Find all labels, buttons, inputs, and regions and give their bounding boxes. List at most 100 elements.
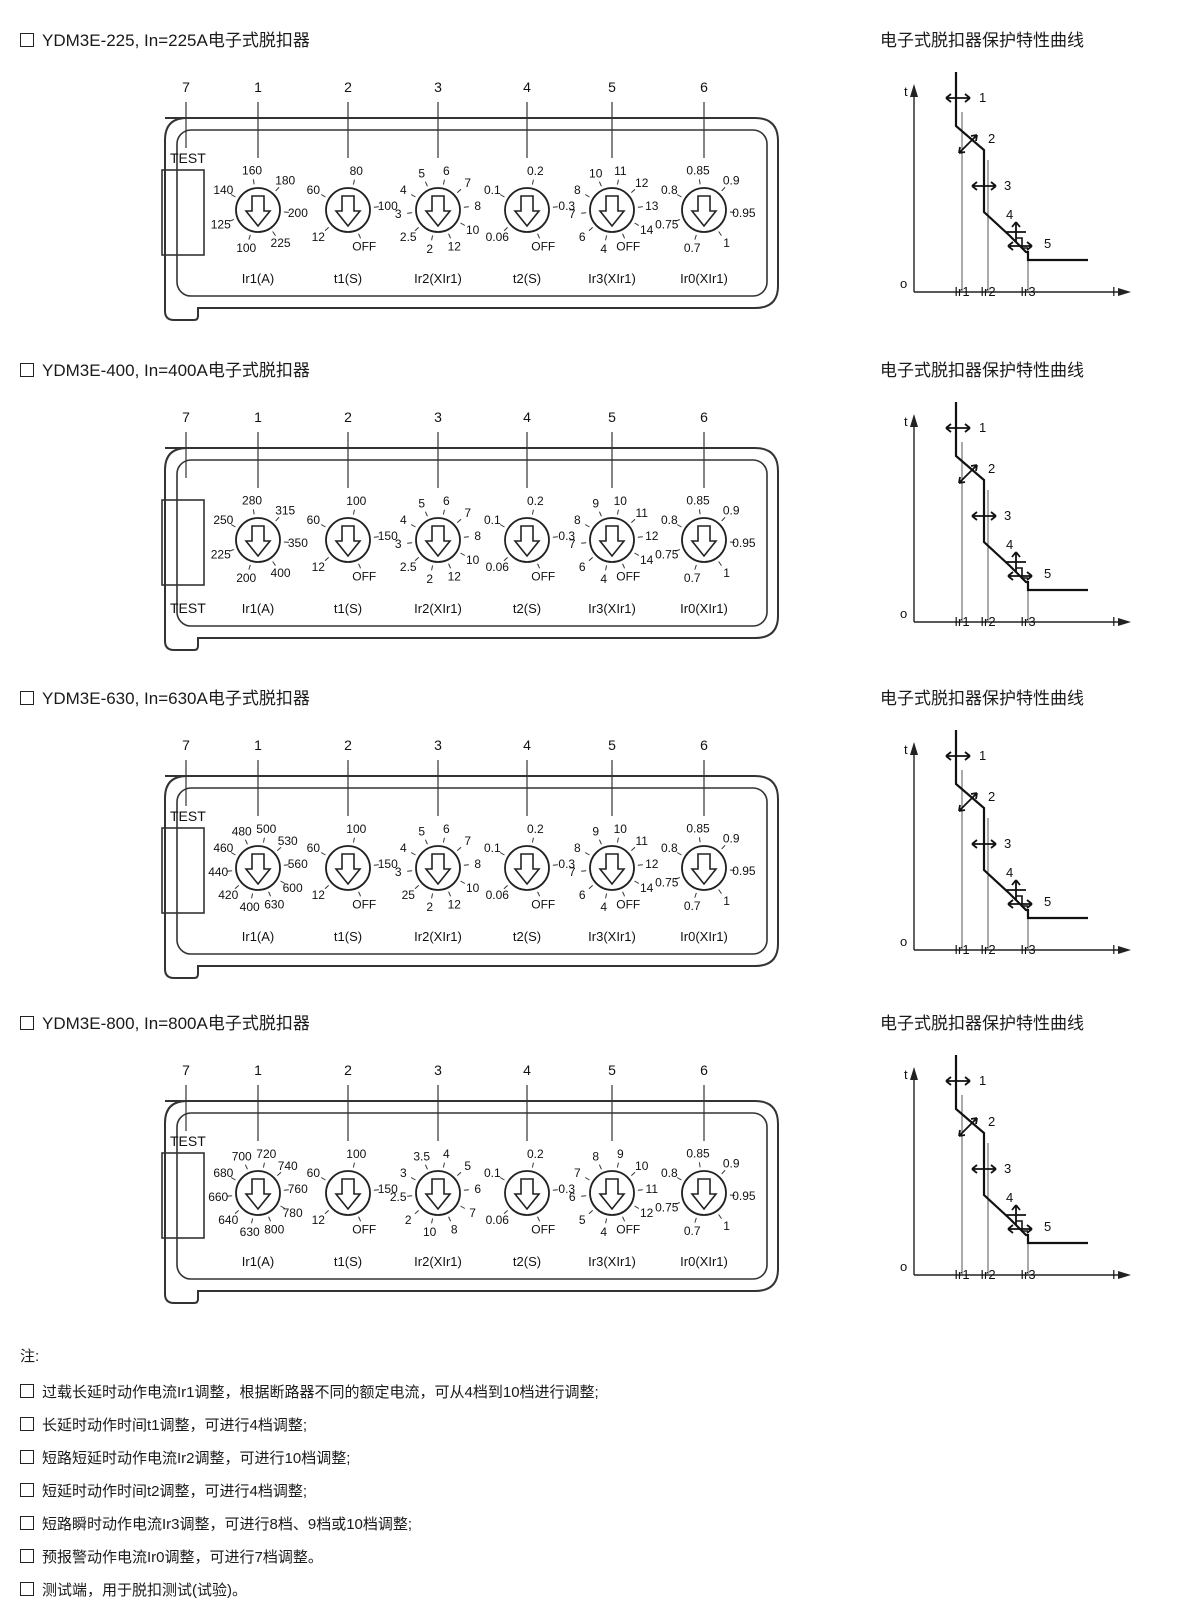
dial-scale-label: 12 — [448, 898, 462, 912]
dial-knob[interactable] — [235, 1170, 281, 1216]
dial-scale-label: 0.3 — [558, 857, 575, 871]
dial-tick — [637, 1189, 643, 1191]
dial-knob[interactable] — [325, 187, 371, 233]
dial-knob[interactable] — [681, 517, 727, 563]
x-tick-label: Ir2 — [980, 942, 995, 957]
dial-scale-label: 0.3 — [558, 529, 575, 543]
dial-knob[interactable] — [415, 845, 461, 891]
dial-knob[interactable] — [589, 517, 635, 563]
dial-knob[interactable] — [681, 187, 727, 233]
dial-scale-label: 500 — [256, 822, 276, 836]
dial-arrow-icon — [424, 195, 452, 228]
note-text: 短路短延时动作电流Ir2调整，可进行10档调整; — [42, 1450, 351, 1467]
dial-knob[interactable] — [504, 517, 550, 563]
dial-tick — [424, 839, 428, 845]
dial-arrow-icon — [244, 853, 272, 886]
dial-scale-label: 700 — [232, 1149, 252, 1163]
dial-knob[interactable] — [325, 517, 371, 563]
dial-scale-label: 14 — [640, 553, 654, 567]
dial-scale-label: 0.2 — [527, 164, 544, 178]
dial-scale-label: 13 — [645, 199, 659, 213]
dial-tick — [324, 227, 330, 232]
dial-knob[interactable] — [681, 1170, 727, 1216]
dial-tick — [634, 222, 640, 226]
dial-tick — [324, 885, 330, 890]
dial-scale-label: 0.1 — [484, 183, 501, 197]
dial-knob[interactable] — [325, 1170, 371, 1216]
dial-name: Ir3(XIr1) — [588, 929, 636, 944]
dial-knob[interactable] — [504, 845, 550, 891]
dial-scale-label: 12 — [312, 1213, 326, 1227]
dial-tick — [503, 1210, 509, 1215]
dial-knob[interactable] — [235, 187, 281, 233]
dial-knob[interactable] — [235, 845, 281, 891]
dial-arrow-icon — [424, 525, 452, 558]
dial-scale-label: 11 — [614, 164, 627, 178]
x-tick-label: Ir3 — [1020, 1267, 1035, 1282]
dial-tick — [698, 179, 701, 185]
dial-knob[interactable] — [415, 517, 461, 563]
dial-tick — [414, 1210, 420, 1215]
dial-knob[interactable] — [589, 845, 635, 891]
dial-knob[interactable] — [589, 1170, 635, 1216]
x-tick-label: Ir1 — [954, 1267, 969, 1282]
dial-scale-label: 0.2 — [527, 822, 544, 836]
dial-tick — [431, 565, 434, 571]
dial-name: Ir3(XIr1) — [588, 601, 636, 616]
dial-tick — [414, 885, 420, 890]
dial-knob[interactable] — [415, 1170, 461, 1216]
dial-knob[interactable] — [235, 517, 281, 563]
dial-name: Ir2(XIr1) — [414, 1254, 462, 1269]
dial-knob[interactable] — [504, 1170, 550, 1216]
dial-scale-label: 0.3 — [558, 199, 575, 213]
dial-tick — [373, 536, 379, 538]
dial-scale-label: OFF — [616, 240, 640, 254]
dial-knob[interactable] — [681, 845, 727, 891]
dial-tick — [251, 893, 254, 899]
callout-number: 5 — [608, 79, 616, 95]
dial-scale-label: 315 — [275, 504, 295, 518]
dial-knob[interactable] — [589, 187, 635, 233]
dial-tick — [358, 563, 362, 569]
dial-scale-label: 4 — [400, 841, 407, 855]
dial-tick — [622, 233, 626, 239]
dial-scale-label: 225 — [211, 548, 231, 562]
callout-number: 3 — [434, 1062, 442, 1078]
dial-scale-label: 80 — [350, 164, 364, 178]
dial-tick — [721, 516, 726, 522]
dial-tick — [503, 227, 509, 232]
dial-tick — [456, 846, 462, 851]
dial-scale-label: 10 — [635, 1159, 649, 1173]
x-tick-label: Ir3 — [1020, 942, 1035, 957]
dial-tick — [424, 1164, 428, 1170]
dial-tick — [721, 1169, 726, 1175]
dial-knob[interactable] — [415, 187, 461, 233]
dial-tick — [698, 509, 701, 515]
dial-knob[interactable] — [504, 187, 550, 233]
dial-knob[interactable] — [325, 845, 371, 891]
